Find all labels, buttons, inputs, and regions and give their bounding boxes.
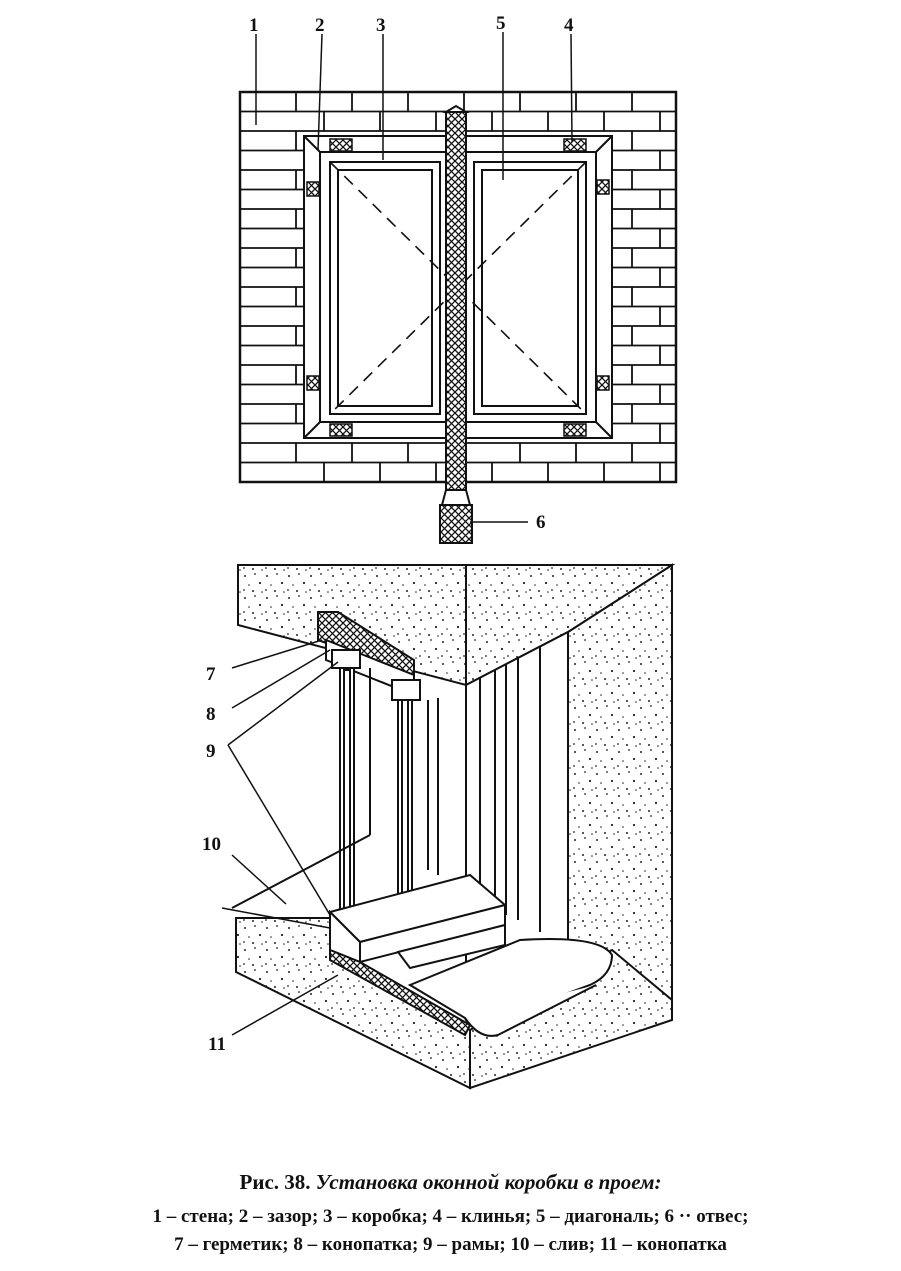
label-8: 8: [206, 704, 216, 725]
label-5: 5: [496, 13, 506, 34]
label-10: 10: [202, 834, 221, 855]
window-installation-diagram: 1 2 3 5 4 6: [202, 13, 678, 1090]
figure-caption-title: Рис. 38. Установка оконной коробки в про…: [0, 1170, 901, 1195]
plumb-bob: [439, 504, 473, 544]
label-2: 2: [315, 15, 325, 36]
bottom-leader-lines: [221, 639, 339, 1036]
label-6: 6: [536, 512, 546, 533]
bottom-caulk: [329, 948, 472, 1037]
sash-frames: [331, 649, 439, 953]
label-4: 4: [564, 15, 574, 36]
top-leader-lines: [255, 32, 573, 523]
outer-drip: [231, 834, 371, 909]
caption-prefix: Рис. 38.: [239, 1170, 311, 1194]
wedges: [306, 138, 610, 437]
label-9: 9: [206, 741, 216, 762]
caption-title-text: Установка оконной коробки в проем:: [315, 1170, 662, 1194]
box-sill: [328, 873, 508, 970]
label-7: 7: [206, 664, 216, 685]
drip-sill: [407, 938, 614, 1037]
label-11: 11: [208, 1034, 226, 1055]
label-3: 3: [376, 15, 386, 36]
label-1: 1: [249, 15, 259, 36]
caption-legend-line-1: 1 – стена; 2 – зазор; 3 – коробка; 4 – к…: [152, 1206, 749, 1227]
caption-legend-line-2: 7 – герметик; 8 – конопатка; 9 – рамы; 1…: [174, 1234, 727, 1255]
plumb-line: [439, 104, 473, 544]
